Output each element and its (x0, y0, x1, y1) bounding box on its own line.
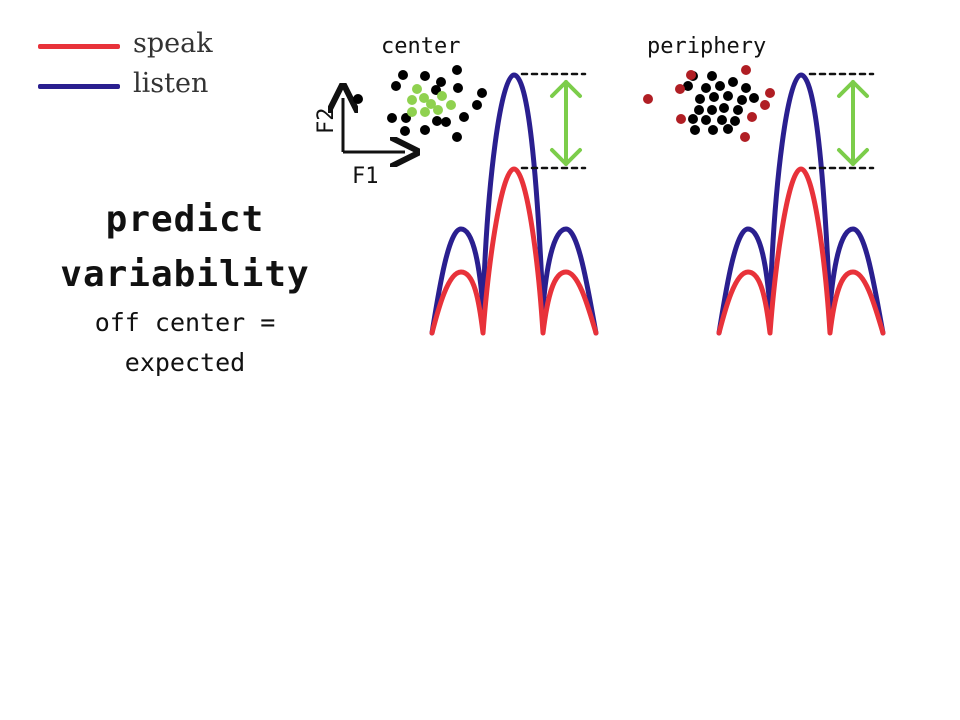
cluster-dot (728, 77, 738, 87)
cluster-dot (709, 92, 719, 102)
cluster-dot (715, 81, 725, 91)
legend-label-listen: listen (133, 68, 209, 99)
periphery-listen-curve (716, 72, 886, 336)
cluster-dot-outlier (740, 132, 750, 142)
caption: predict variability off center = expecte… (20, 192, 350, 382)
legend-item-speak: speak (38, 28, 238, 68)
cluster-dot-highlight (412, 84, 422, 94)
cluster-dot (719, 103, 729, 113)
cluster-dot (459, 112, 469, 122)
cluster-dot (398, 70, 408, 80)
periphery-double-arrow (837, 80, 869, 166)
cluster-dot (420, 71, 430, 81)
cluster-dot (400, 126, 410, 136)
formant-axes: F1 F2 (314, 98, 405, 189)
x-axis-label: F1 (352, 164, 379, 189)
cluster-dot (477, 88, 487, 98)
cluster-dot-highlight (407, 95, 417, 105)
cluster-dot-outlier (643, 94, 653, 104)
cluster-dot-outlier (765, 88, 775, 98)
cluster-dot-outlier (676, 114, 686, 124)
cluster-dot-highlight (426, 99, 436, 109)
cluster-dot (683, 81, 693, 91)
cluster-dot-outlier (760, 100, 770, 110)
cluster-dot-outlier (741, 65, 751, 75)
cluster-dot (737, 95, 747, 105)
center-listen-curve (429, 72, 599, 336)
cluster-dot (690, 125, 700, 135)
cluster-dot (453, 83, 463, 93)
cluster-dot (432, 116, 442, 126)
legend: speak listen (38, 28, 238, 108)
cluster-dot-highlight (437, 91, 447, 101)
cluster-dot-highlight (419, 93, 429, 103)
cluster-dot (749, 93, 759, 103)
cluster-dot (733, 105, 743, 115)
cluster-dot (695, 94, 705, 104)
cluster-dot (387, 113, 397, 123)
cluster-dot-highlight (407, 107, 417, 117)
center-arrow-head-bottom (550, 148, 582, 166)
center-double-arrow (550, 80, 582, 166)
cluster-dot-outlier (686, 70, 696, 80)
cluster-dot (391, 81, 401, 91)
cluster-dot (694, 105, 704, 115)
legend-swatch-speak (38, 44, 120, 49)
cluster-dot-outlier (747, 112, 757, 122)
cluster-dot-outlier (675, 84, 685, 94)
cluster-dot (688, 114, 698, 124)
center-dot-cluster (353, 65, 487, 142)
legend-label-speak: speak (133, 28, 213, 59)
cluster-dot (420, 125, 430, 135)
cluster-dot-highlight (446, 100, 456, 110)
caption-sub-line1: off center = (94, 308, 276, 337)
periphery-curves (716, 72, 886, 336)
cluster-dot (452, 65, 462, 75)
periphery-arrow-head-bottom (837, 148, 869, 166)
caption-title-line2: variability (60, 254, 310, 295)
cluster-dot (701, 83, 711, 93)
cluster-dot (741, 83, 751, 93)
center-arrow-head-top (550, 80, 582, 98)
caption-title-line1: predict (105, 199, 265, 240)
cluster-dot (441, 117, 451, 127)
periphery-arrow-head-top (837, 80, 869, 98)
cluster-dot (708, 125, 718, 135)
cluster-dot (353, 94, 363, 104)
cluster-dot (436, 77, 446, 87)
panel-label-center: center (381, 34, 461, 59)
cluster-dot (707, 105, 717, 115)
cluster-dot (723, 91, 733, 101)
periphery-dot-cluster (643, 65, 775, 142)
cluster-dot (707, 71, 717, 81)
cluster-dot (717, 115, 727, 125)
cluster-dot (452, 132, 462, 142)
center-speak-curve (429, 166, 599, 336)
caption-sub-line2: expected (124, 348, 246, 377)
legend-swatch-listen (38, 84, 120, 89)
cluster-dot-highlight (433, 105, 443, 115)
y-axis-label: F2 (314, 108, 339, 135)
cluster-dot (730, 116, 740, 126)
cluster-dot (472, 100, 482, 110)
panel-label-periphery: periphery (647, 34, 767, 59)
periphery-speak-curve (716, 166, 886, 336)
cluster-dot (723, 124, 733, 134)
center-curves (429, 72, 599, 336)
cluster-dot (701, 115, 711, 125)
legend-item-listen: listen (38, 68, 238, 108)
cluster-dot-highlight (420, 107, 430, 117)
